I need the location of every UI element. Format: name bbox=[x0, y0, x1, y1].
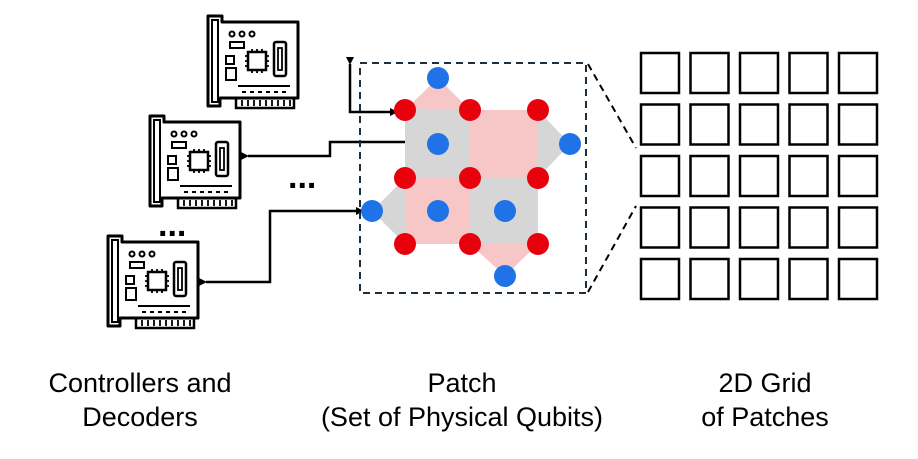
grid-patch-cell bbox=[689, 206, 730, 249]
data-qubit bbox=[394, 233, 416, 255]
controller-card-icon bbox=[106, 234, 200, 330]
grid-patch-cell bbox=[738, 206, 780, 249]
ancilla-qubit bbox=[361, 200, 383, 222]
caption-patch-line2: (Set of Physical Qubits) bbox=[320, 402, 604, 432]
caption-grid: 2D Grid of Patches bbox=[655, 366, 875, 434]
ellipsis-patches: ... bbox=[288, 158, 316, 196]
ancilla-qubit bbox=[494, 265, 516, 287]
grid-patch-cell bbox=[689, 51, 730, 95]
ancilla-qubit bbox=[427, 67, 449, 89]
patch-grid bbox=[639, 51, 879, 301]
data-qubit bbox=[459, 99, 481, 121]
caption-grid-line1: 2D Grid bbox=[718, 368, 812, 398]
grid-patch-cell bbox=[788, 257, 829, 301]
data-qubit bbox=[459, 233, 481, 255]
caption-patch-line1: Patch bbox=[427, 368, 497, 398]
grid-patch-cell bbox=[738, 154, 780, 198]
grid-patch-cell bbox=[639, 206, 681, 249]
grid-patch-cell bbox=[837, 206, 879, 249]
controller-card-icon bbox=[206, 14, 300, 110]
data-qubit bbox=[527, 167, 549, 189]
controller-card-icon bbox=[148, 114, 242, 210]
data-qubit bbox=[394, 99, 416, 121]
grid-patch-cell bbox=[689, 103, 730, 146]
grid-patch-cell bbox=[788, 51, 829, 95]
patch-frame bbox=[359, 62, 587, 294]
connector-lines bbox=[199, 57, 426, 286]
grid-patch-cell bbox=[639, 257, 681, 301]
grid-patch-cell bbox=[788, 103, 829, 146]
data-qubit bbox=[394, 167, 416, 189]
grid-patch-cell bbox=[837, 154, 879, 198]
grid-patch-cell bbox=[788, 206, 829, 249]
grid-patch-cell bbox=[738, 103, 780, 146]
data-qubit bbox=[527, 233, 549, 255]
caption-patch: Patch (Set of Physical Qubits) bbox=[282, 366, 642, 434]
grid-patch-cell bbox=[837, 103, 879, 146]
grid-patch-cell bbox=[738, 257, 780, 301]
grid-patch-cell bbox=[689, 154, 730, 198]
grid-patch-cell bbox=[689, 257, 730, 301]
grid-patch-cell bbox=[837, 257, 879, 301]
grid-patch-cell bbox=[639, 51, 681, 95]
data-qubit bbox=[527, 99, 549, 121]
zoom-lines bbox=[587, 63, 637, 293]
ancilla-qubit bbox=[427, 133, 449, 155]
ancilla-qubit bbox=[427, 200, 449, 222]
caption-controllers-line2: Decoders bbox=[82, 402, 198, 432]
grid-patch-cell bbox=[788, 154, 829, 198]
ellipsis-cards: ... bbox=[158, 206, 186, 244]
data-qubit bbox=[459, 167, 481, 189]
caption-grid-line2: of Patches bbox=[701, 402, 829, 432]
grid-patch-cell bbox=[639, 103, 681, 146]
caption-controllers-line1: Controllers and bbox=[48, 368, 232, 398]
qubits bbox=[361, 67, 581, 287]
grid-patch-cell bbox=[837, 51, 879, 95]
grid-patch-cell bbox=[639, 154, 681, 198]
caption-controllers: Controllers and Decoders bbox=[20, 366, 260, 434]
grid-patch-cell bbox=[738, 51, 780, 95]
ancilla-qubit bbox=[494, 200, 516, 222]
ancilla-qubit bbox=[559, 133, 581, 155]
